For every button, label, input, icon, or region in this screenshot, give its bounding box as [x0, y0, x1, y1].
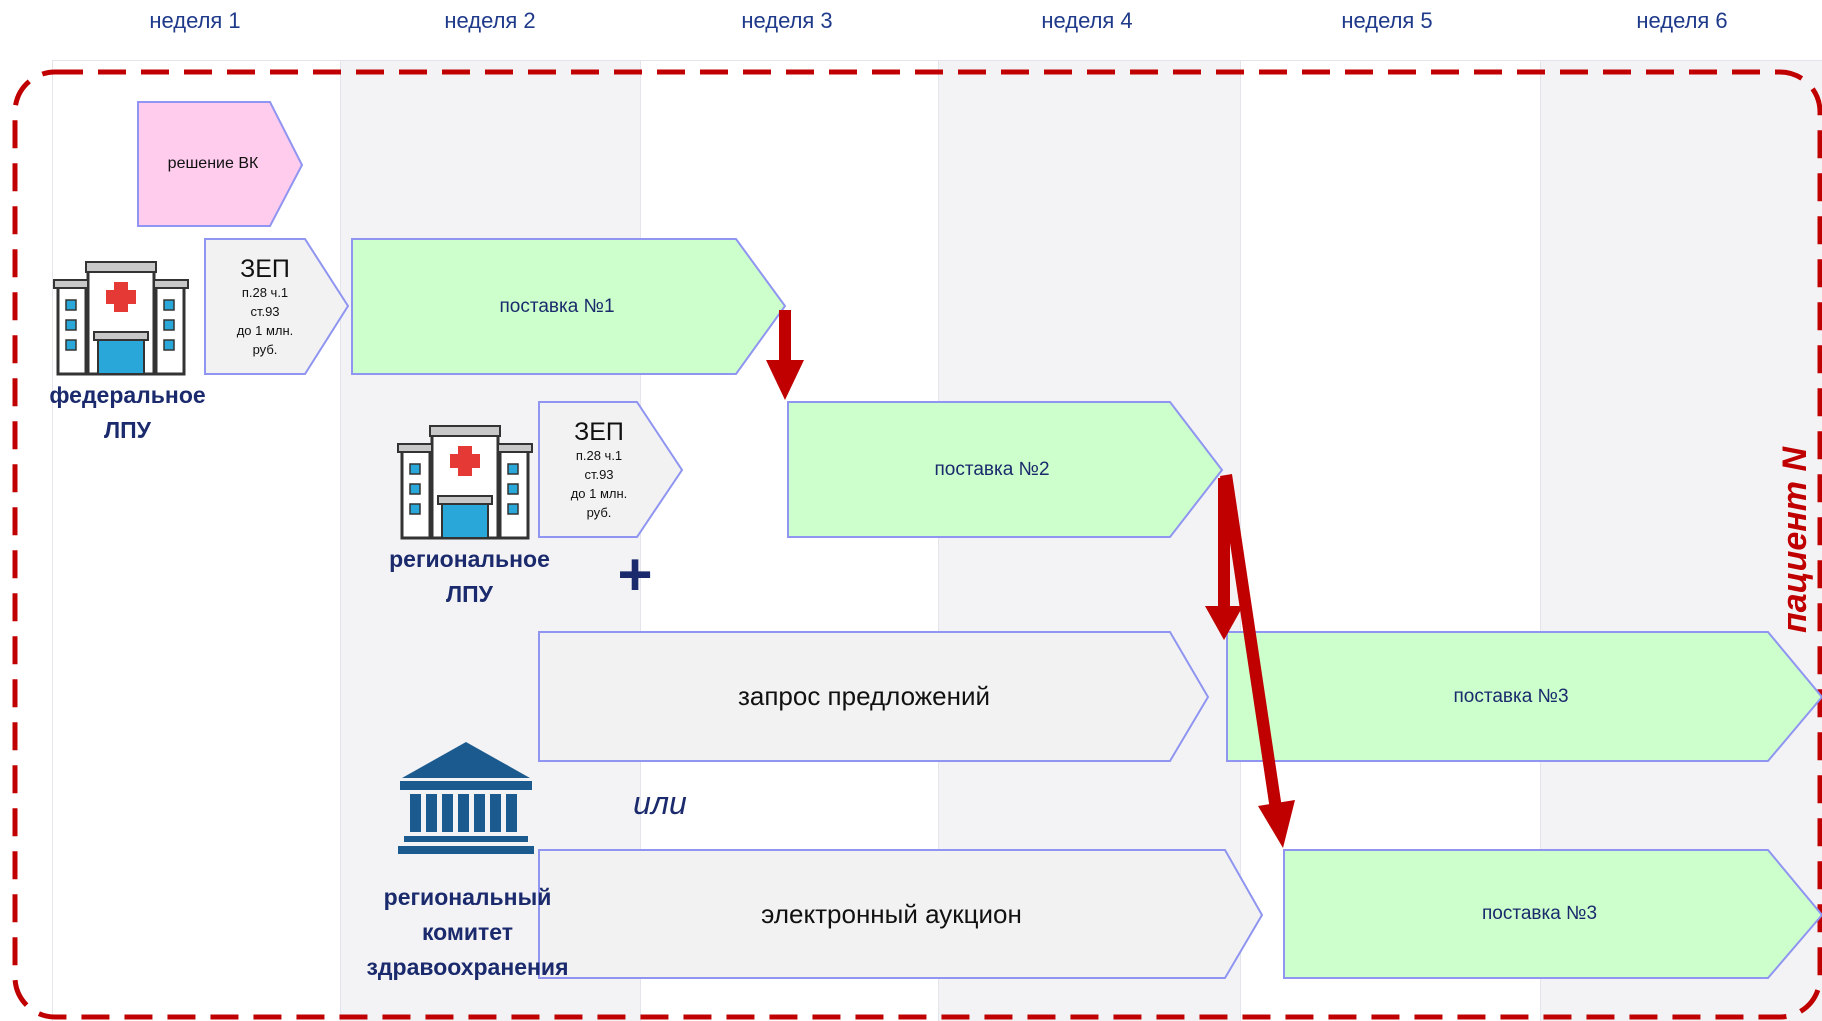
zep-2-line-4: руб. [586, 505, 612, 520]
committee-line-2: комитет [421, 919, 514, 945]
federal-lpu-line-2: ЛПУ [104, 417, 151, 443]
down-arrow-icon [1220, 474, 1295, 848]
delivery-2-text: поставка №2 [934, 458, 1050, 480]
request-text: запрос предложений [737, 681, 991, 711]
week-header-1: неделя 1 [149, 8, 241, 33]
delivery-1-shape [351, 238, 787, 375]
zep-1-line-2: ст.93 [250, 304, 280, 319]
regional-lpu-label: региональное ЛПУ [372, 542, 567, 612]
government-building-icon [398, 742, 534, 854]
zep-1-line-3: до 1 млн. [236, 323, 294, 338]
committee-line-1: региональный [383, 884, 552, 910]
delivery-2-label: поставка №2 [788, 402, 1196, 537]
week-header-6: неделя 6 [1636, 8, 1728, 33]
delivery-1-text: поставка №1 [499, 295, 615, 317]
grid-line [52, 60, 53, 1021]
week-header-2: неделя 2 [444, 8, 536, 33]
regional-lpu-line-1: региональное [389, 546, 550, 572]
hospital-icon [53, 261, 189, 376]
delivery-3b-shape [1283, 849, 1822, 979]
zep-1-title: ЗЕП [240, 255, 290, 283]
week-header-4: неделя 4 [1041, 8, 1133, 33]
down-arrow-icon [766, 310, 804, 400]
auction-text: электронный аукцион [761, 898, 1022, 929]
hospital-icon [397, 425, 533, 540]
grid-line [340, 60, 341, 1021]
delivery-2-shape [787, 401, 1224, 538]
delivery-3b-label: поставка №3 [1284, 850, 1795, 978]
plus-sign: + [617, 541, 653, 608]
zep-2-line-3: до 1 млн. [570, 486, 628, 501]
request-shape [538, 631, 1210, 762]
delivery-3a-shape [1226, 631, 1822, 762]
federal-lpu-label: федеральное ЛПУ [30, 378, 225, 448]
zep-2-block: ЗЕП п.28 ч.1 ст.93 до 1 млн. руб. [539, 406, 659, 534]
regional-lpu-line-2: ЛПУ [446, 581, 493, 607]
auction-label: электронный аукцион [539, 850, 1244, 978]
delivery-1-label: поставка №1 [352, 239, 762, 374]
grid-line [938, 60, 939, 1021]
decision-label: решение ВК [138, 102, 288, 226]
grid-top-line [52, 60, 1822, 61]
week-header-5: неделя 5 [1341, 8, 1433, 33]
zep-1-block: ЗЕП п.28 ч.1 ст.93 до 1 млн. руб. [205, 243, 325, 371]
zep-2-line-1: п.28 ч.1 [575, 448, 623, 463]
zep-1-line-4: руб. [252, 342, 278, 357]
zep-2-title: ЗЕП [574, 418, 624, 446]
committee-line-3: здравоохранения [366, 954, 569, 980]
federal-lpu-line-1: федеральное [49, 382, 206, 408]
delivery-3a-label: поставка №3 [1227, 632, 1795, 761]
week-header-3: неделя 3 [741, 8, 833, 33]
zep-2-shape [538, 401, 684, 538]
decision-text: решение ВК [167, 155, 259, 172]
committee-label: региональный комитет здравоохранения [350, 880, 585, 985]
auction-shape [538, 849, 1264, 979]
delivery-3a-text: поставка №3 [1453, 685, 1569, 707]
request-label: запрос предложений [539, 632, 1189, 761]
zep-2-line-2: ст.93 [584, 467, 614, 482]
grid-line [1540, 60, 1541, 1021]
patient-label: пациент N [1776, 446, 1814, 634]
patient-frame [12, 69, 1822, 1020]
or-text: или [633, 785, 687, 821]
grid-line [640, 60, 641, 1021]
zep-1-line-1: п.28 ч.1 [241, 285, 289, 300]
decision-shape [137, 101, 304, 227]
delivery-3b-text: поставка №3 [1481, 903, 1598, 924]
zep-1-shape [204, 238, 350, 375]
